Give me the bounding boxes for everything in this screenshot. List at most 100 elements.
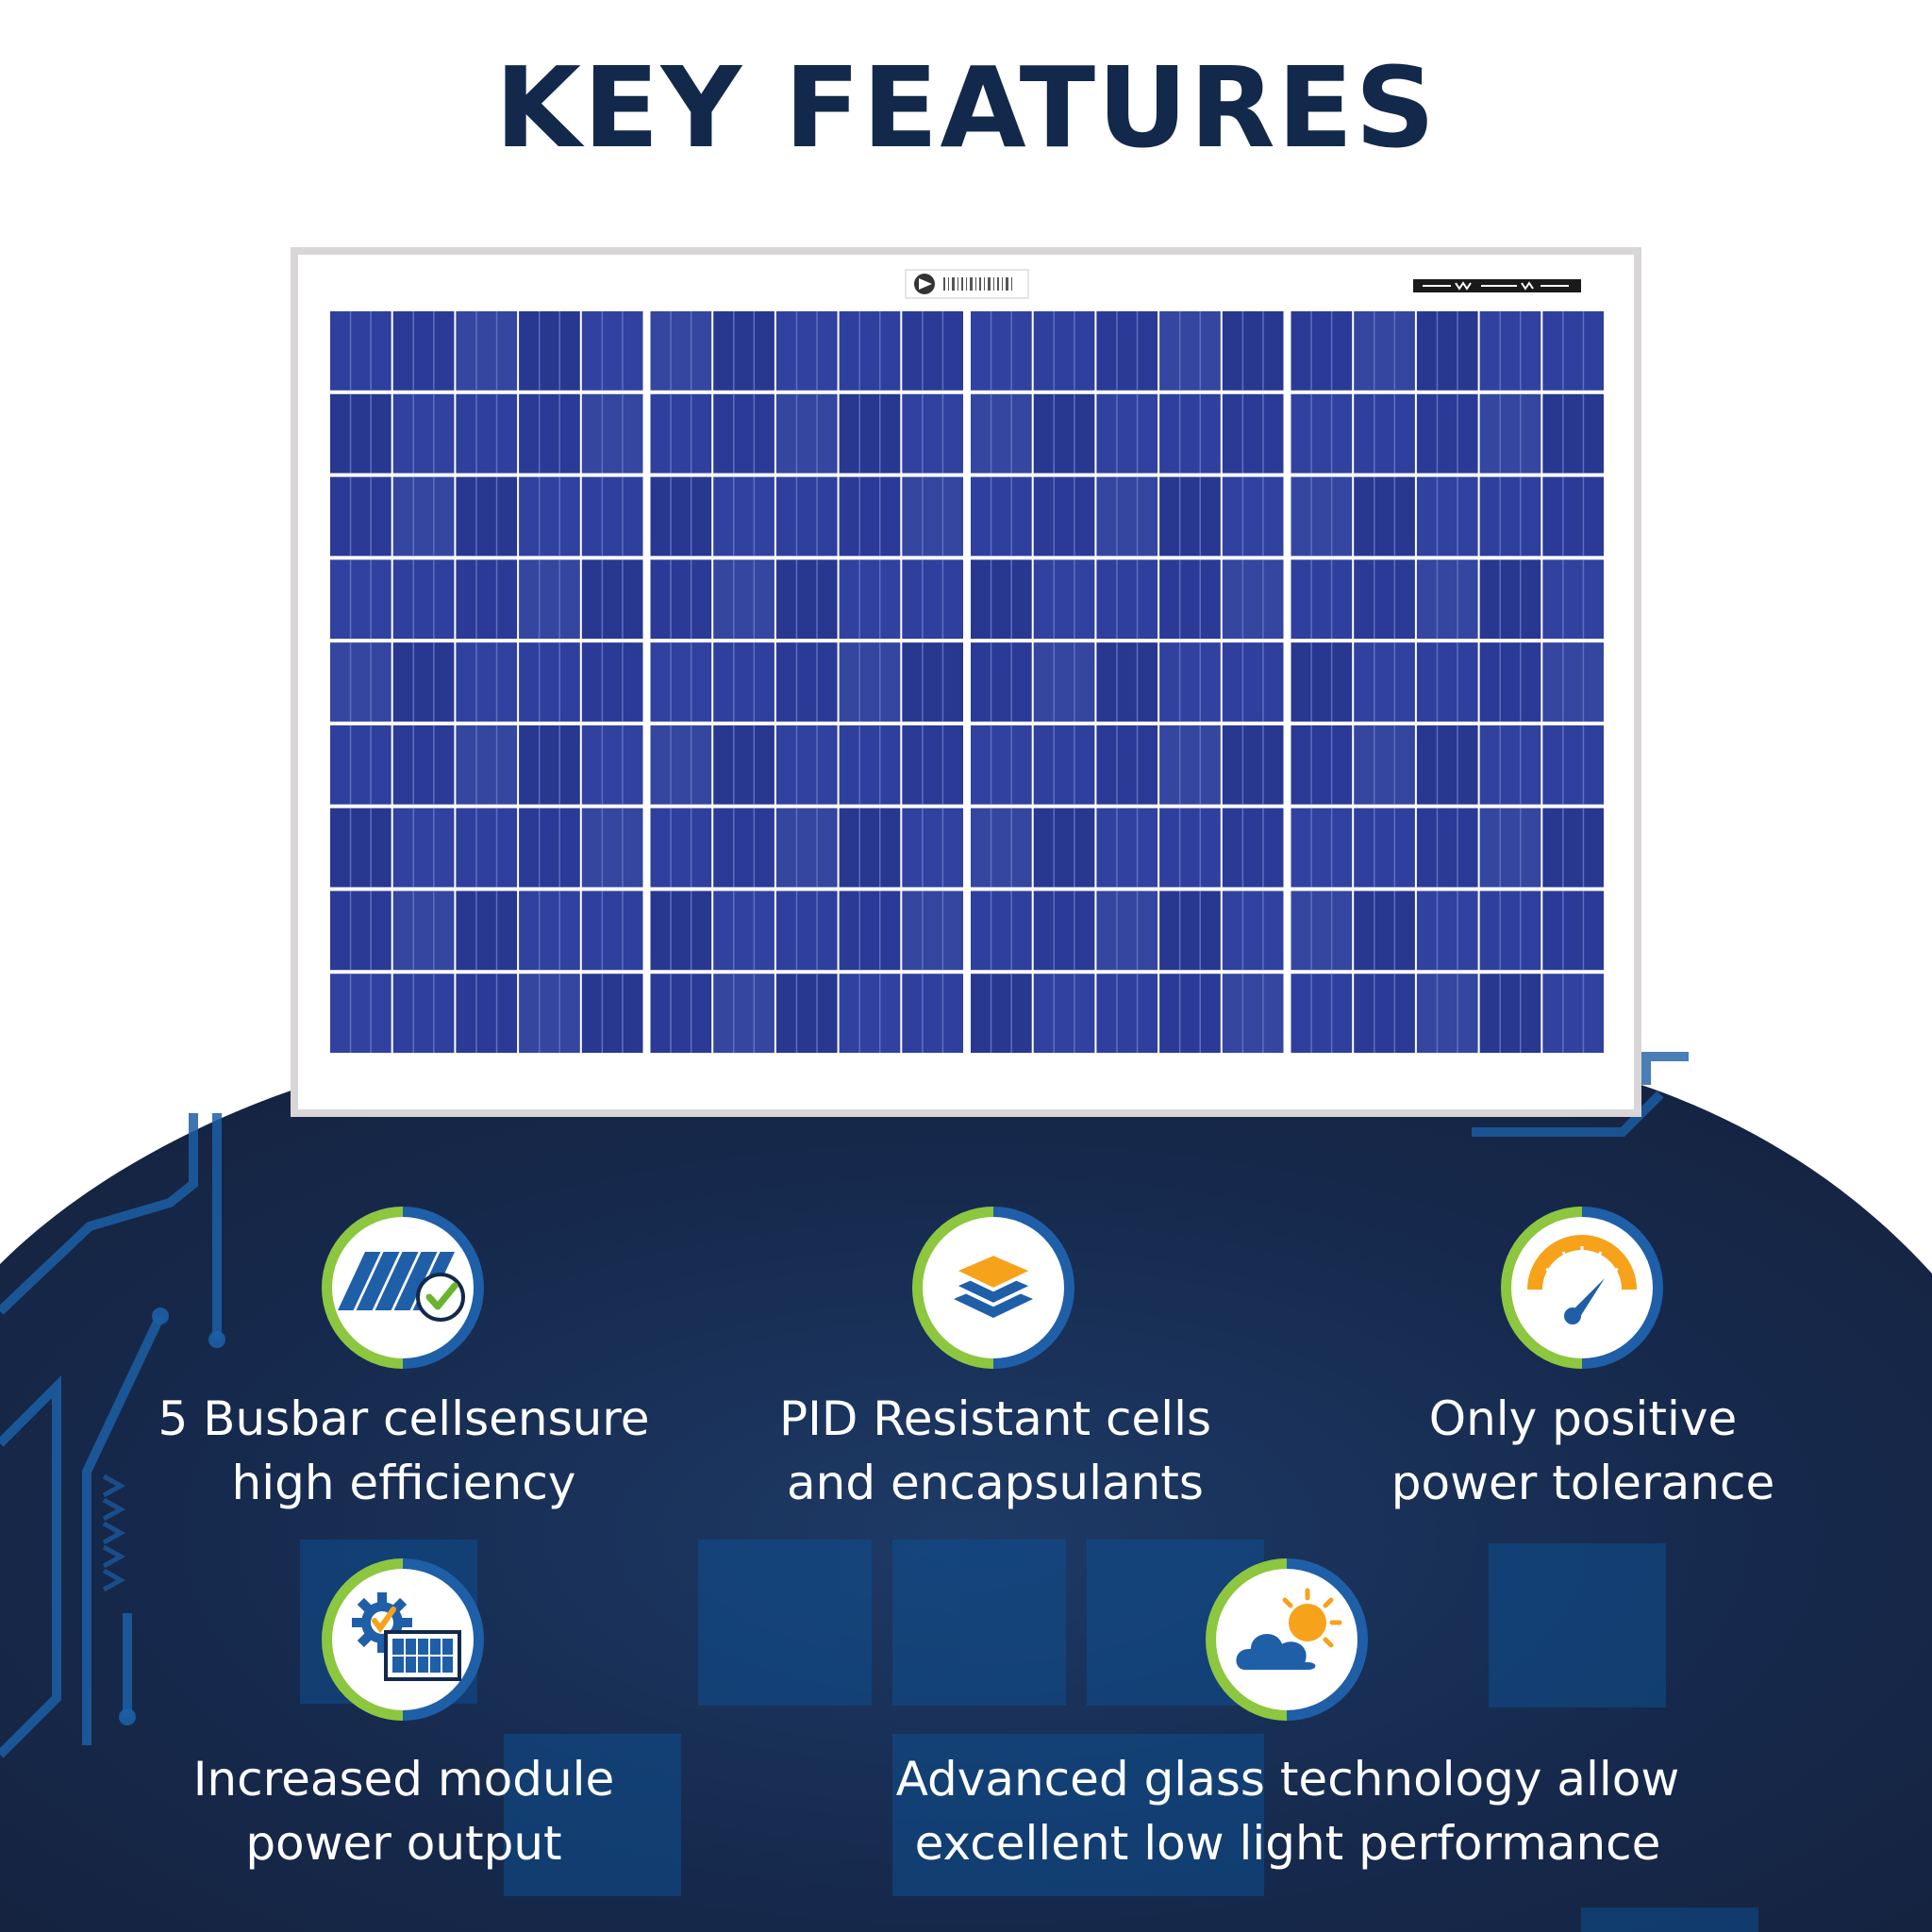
solar-cell bbox=[713, 974, 774, 1053]
feature-text-tolerance: Only positive power tolerance bbox=[1283, 1387, 1883, 1515]
solar-cell bbox=[839, 476, 901, 557]
solar-cell bbox=[1416, 476, 1478, 557]
solar-cell bbox=[1096, 891, 1158, 971]
solar-cell bbox=[650, 393, 712, 474]
solar-cell bbox=[839, 559, 901, 640]
solar-cell bbox=[392, 724, 455, 805]
solar-cell bbox=[971, 311, 1032, 391]
page-title: KEY FEATURES bbox=[494, 42, 1438, 173]
solar-cell bbox=[581, 808, 643, 888]
layers-icon bbox=[912, 1207, 1074, 1369]
solar-cell bbox=[519, 311, 580, 391]
feature-line: Only positive bbox=[1428, 1391, 1738, 1446]
solar-cell bbox=[1479, 559, 1541, 640]
solar-cell bbox=[775, 891, 838, 971]
solar-cell bbox=[1479, 476, 1541, 557]
feature-line: high efficiency bbox=[231, 1456, 576, 1510]
solar-cell bbox=[1416, 724, 1478, 805]
solar-cell bbox=[1159, 559, 1221, 640]
solar-cell bbox=[1222, 724, 1284, 805]
feature-line: excellent low light performance bbox=[914, 1816, 1661, 1871]
solar-cell bbox=[392, 311, 455, 391]
solar-cell bbox=[392, 559, 455, 640]
solar-cell bbox=[1416, 808, 1478, 888]
solar-cell bbox=[1291, 311, 1353, 391]
solar-cell bbox=[839, 974, 901, 1053]
solar-cell bbox=[971, 642, 1032, 722]
solar-cell-check-icon bbox=[322, 1207, 484, 1369]
solar-cell bbox=[1542, 642, 1604, 722]
solar-cell bbox=[1096, 559, 1158, 640]
solar-cell bbox=[713, 476, 774, 557]
solar-cell bbox=[971, 891, 1032, 971]
solar-cell bbox=[839, 393, 901, 474]
solar-cell bbox=[650, 642, 712, 722]
solar-cell bbox=[1479, 311, 1541, 391]
feature-text-glass: Advanced glass technology allow excellen… bbox=[849, 1747, 1726, 1875]
solar-cell bbox=[392, 808, 455, 888]
solar-cell bbox=[392, 891, 455, 971]
gauge-icon bbox=[1501, 1207, 1663, 1369]
solar-cell bbox=[1354, 393, 1415, 474]
solar-cell bbox=[392, 476, 455, 557]
solar-cell bbox=[456, 393, 518, 474]
solar-cell bbox=[839, 724, 901, 805]
solar-cell bbox=[1222, 559, 1284, 640]
solar-cell bbox=[456, 311, 518, 391]
solar-cell bbox=[1291, 724, 1353, 805]
solar-cell bbox=[902, 642, 963, 722]
solar-cell bbox=[1542, 393, 1604, 474]
solar-cell bbox=[902, 311, 963, 391]
solar-cell bbox=[713, 891, 774, 971]
solar-cell bbox=[456, 724, 518, 805]
solar-cell bbox=[1416, 559, 1478, 640]
solar-cell bbox=[1159, 808, 1221, 888]
solar-cell bbox=[713, 393, 774, 474]
solar-cell bbox=[330, 476, 391, 557]
solar-cell bbox=[1542, 311, 1604, 391]
solar-cell bbox=[1542, 974, 1604, 1053]
feature-line: and encapsulants bbox=[787, 1456, 1204, 1510]
solar-cell-grid bbox=[330, 311, 1604, 1053]
solar-cell bbox=[1222, 891, 1284, 971]
solar-cell bbox=[1096, 724, 1158, 805]
solar-cell bbox=[775, 724, 838, 805]
solar-cell bbox=[1354, 559, 1415, 640]
solar-cell bbox=[1096, 808, 1158, 888]
solar-cell bbox=[1096, 642, 1158, 722]
solar-cell bbox=[330, 559, 391, 640]
feature-line: power output bbox=[245, 1816, 562, 1871]
solar-cell bbox=[902, 476, 963, 557]
solar-cell bbox=[1033, 476, 1095, 557]
solar-cell bbox=[1416, 393, 1478, 474]
solar-cell bbox=[1479, 891, 1541, 971]
solar-cell bbox=[1542, 724, 1604, 805]
solar-cell bbox=[1222, 808, 1284, 888]
panel-logo-label bbox=[905, 269, 1029, 299]
solar-cell bbox=[839, 891, 901, 971]
solar-cell bbox=[519, 559, 580, 640]
solar-cell bbox=[971, 476, 1032, 557]
solar-cell bbox=[971, 808, 1032, 888]
solar-cell bbox=[1542, 476, 1604, 557]
solar-cell bbox=[971, 393, 1032, 474]
solar-cell bbox=[330, 311, 391, 391]
solar-cell bbox=[902, 559, 963, 640]
solar-cell bbox=[839, 808, 901, 888]
solar-cell bbox=[1542, 559, 1604, 640]
solar-cell bbox=[713, 724, 774, 805]
solar-cell bbox=[1354, 311, 1415, 391]
solar-cell bbox=[650, 311, 712, 391]
solar-cell bbox=[1291, 808, 1353, 888]
solar-cell bbox=[581, 891, 643, 971]
solar-cell bbox=[330, 642, 391, 722]
solar-cell bbox=[1096, 974, 1158, 1053]
solar-cell bbox=[1159, 311, 1221, 391]
solar-cell bbox=[713, 808, 774, 888]
solar-cell bbox=[392, 642, 455, 722]
solar-cell bbox=[1416, 974, 1478, 1053]
solar-cell bbox=[581, 974, 643, 1053]
solar-cell bbox=[581, 393, 643, 474]
solar-cell bbox=[330, 974, 391, 1053]
solar-cell bbox=[713, 559, 774, 640]
